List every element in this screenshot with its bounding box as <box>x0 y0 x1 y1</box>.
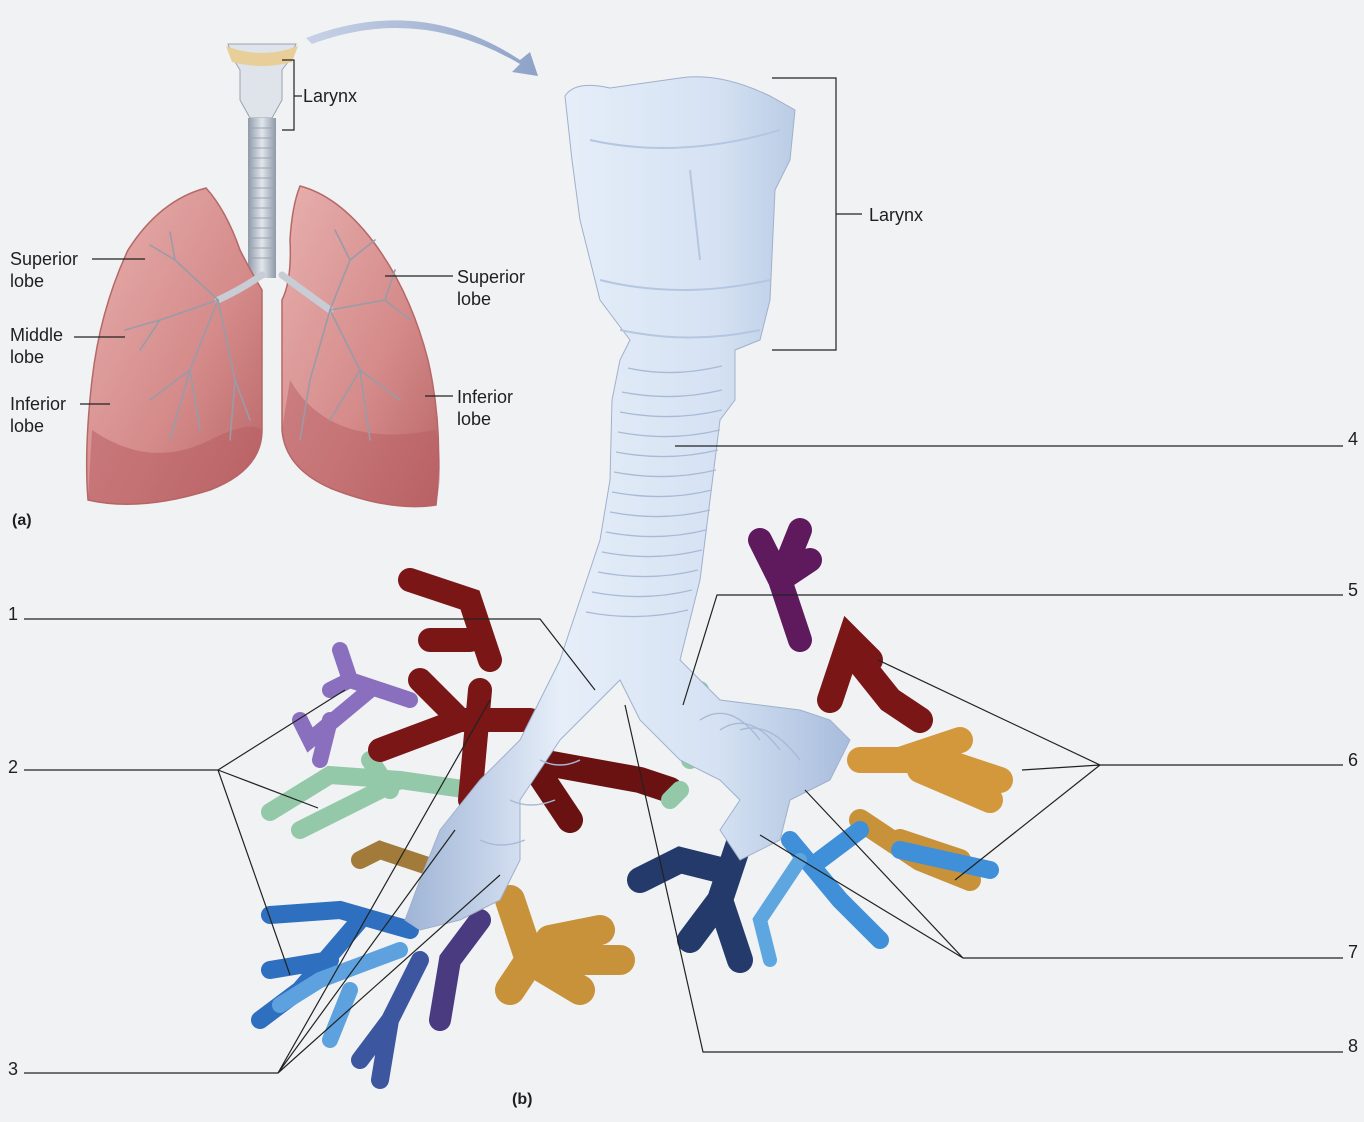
panel-label-b: (b) <box>512 1091 532 1109</box>
label-left-middle-lobe: Middle lobe <box>10 324 63 368</box>
bronchial-tree-cast <box>260 77 1000 1080</box>
callout-number-8: 8 <box>1348 1036 1358 1056</box>
label-left-superior-lobe: Superior lobe <box>10 248 78 292</box>
label-larynx-b: Larynx <box>869 204 923 226</box>
callout-number-7: 7 <box>1348 942 1358 962</box>
callout-number-1: 1 <box>8 604 18 624</box>
callout-number-5: 5 <box>1348 580 1358 600</box>
larynx-bracket-a <box>282 60 302 130</box>
label-left-inferior-lobe: Inferior lobe <box>10 393 66 437</box>
label-right-superior-lobe: Superior lobe <box>457 266 525 310</box>
lungs-illustration <box>87 44 440 507</box>
callout-number-2: 2 <box>8 757 18 777</box>
callout-number-6: 6 <box>1348 750 1358 770</box>
label-larynx-a: Larynx <box>303 85 357 107</box>
panel-label-a: (a) <box>12 512 32 530</box>
callout-number-3: 3 <box>8 1059 18 1079</box>
label-right-inferior-lobe: Inferior lobe <box>457 386 513 430</box>
arrow-icon <box>306 20 538 76</box>
callout-number-4: 4 <box>1348 429 1358 449</box>
